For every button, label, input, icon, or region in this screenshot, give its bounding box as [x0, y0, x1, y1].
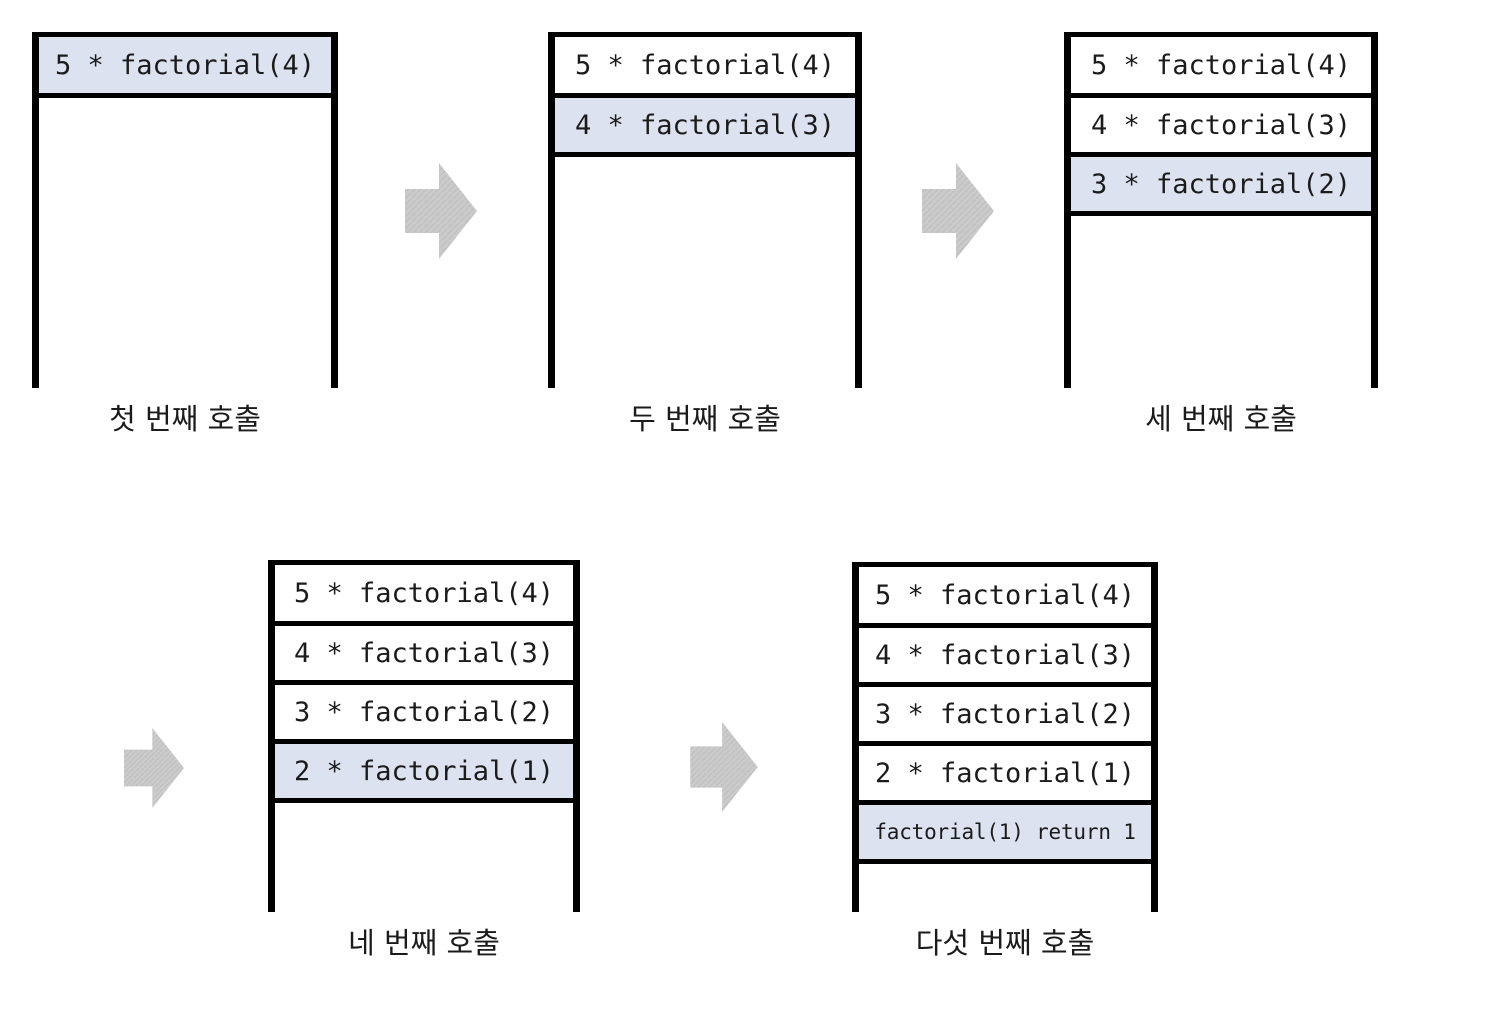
stack-4-rows: 5 * factorial(4) 4 * factorial(3) 3 * fa… [275, 560, 573, 896]
stack-frame: 3 * factorial(2) [1071, 152, 1371, 216]
stack-1-rows: 5 * factorial(4) [39, 32, 331, 383]
right-block-arrow-icon [405, 163, 477, 259]
stack-frame: 5 * factorial(4) [555, 32, 855, 98]
stack-4-label: 네 번째 호출 [348, 926, 500, 960]
stack-3-rows: 5 * factorial(4) 4 * factorial(3) 3 * fa… [1071, 32, 1371, 373]
call-stack-4: 5 * factorial(4) 4 * factorial(3) 3 * fa… [268, 560, 580, 912]
right-block-arrow-icon [688, 722, 760, 812]
right-block-arrow-icon [922, 163, 994, 259]
stack-frame: 2 * factorial(1) [275, 739, 573, 803]
stack-3-label: 세 번째 호출 [1145, 402, 1297, 436]
stack-1-label: 첫 번째 호출 [109, 402, 261, 436]
stack-frame-empty [555, 152, 855, 378]
call-stack-3: 5 * factorial(4) 4 * factorial(3) 3 * fa… [1064, 32, 1378, 388]
stack-frame: 5 * factorial(4) [39, 32, 331, 98]
stack-frame: 4 * factorial(3) [859, 623, 1151, 687]
stack-frame-empty [275, 798, 573, 896]
stack-frame: 5 * factorial(4) [1071, 32, 1371, 98]
stack-frame: 4 * factorial(3) [1071, 93, 1371, 157]
stack-frame: factorial(1) return 1 [859, 800, 1151, 864]
stack-frame: 4 * factorial(3) [275, 621, 573, 685]
call-stack-2: 5 * factorial(4) 4 * factorial(3) [548, 32, 862, 388]
stack-frame: 5 * factorial(4) [859, 562, 1151, 628]
stack-frame: 3 * factorial(2) [859, 682, 1151, 746]
stack-5-label: 다섯 번째 호출 [915, 926, 1095, 960]
call-stack-5: 5 * factorial(4) 4 * factorial(3) 3 * fa… [852, 562, 1158, 912]
stack-frame: 5 * factorial(4) [275, 560, 573, 626]
stack-frame: 4 * factorial(3) [555, 93, 855, 157]
stack-frame: 3 * factorial(2) [275, 680, 573, 744]
stack-5-rows: 5 * factorial(4) 4 * factorial(3) 3 * fa… [859, 562, 1151, 895]
stack-frame-empty [39, 93, 331, 383]
stack-frame: 2 * factorial(1) [859, 741, 1151, 805]
stack-2-rows: 5 * factorial(4) 4 * factorial(3) [555, 32, 855, 378]
right-block-arrow-icon [118, 728, 190, 808]
stack-2-label: 두 번째 호출 [629, 402, 781, 436]
call-stack-1: 5 * factorial(4) [32, 32, 338, 388]
stack-frame-empty [1071, 211, 1371, 373]
stack-frame-empty [859, 859, 1151, 895]
